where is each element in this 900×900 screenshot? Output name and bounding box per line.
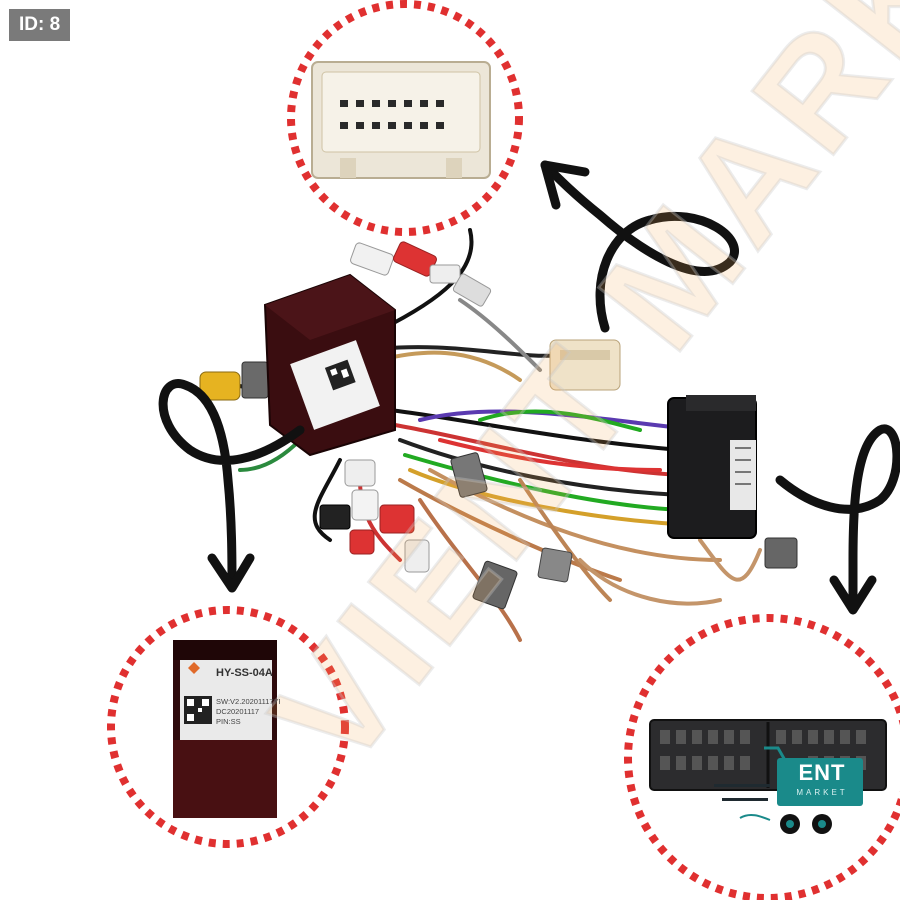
module-pin: PIN:SS xyxy=(216,717,241,726)
store-logo xyxy=(714,746,863,834)
logo-sub: MARKET xyxy=(796,788,848,797)
callout-left xyxy=(107,606,349,848)
module-sw: SW:V2.20201117YPT xyxy=(216,697,280,706)
module-label: HY-SS-04A xyxy=(213,666,279,680)
logo-name: ENT xyxy=(798,760,846,785)
callout-top xyxy=(287,0,523,236)
arrow-to-left-callout xyxy=(158,379,305,590)
wire-harness xyxy=(199,228,798,642)
main-connector xyxy=(667,395,757,539)
decoder-module xyxy=(263,273,396,457)
curly-arrows xyxy=(158,160,900,615)
arrow-to-top-callout xyxy=(540,160,739,333)
module-model: HY-SS-04A xyxy=(216,667,273,679)
arrow-to-right-callout xyxy=(775,424,900,613)
module-label-lines: SW:V2.20201117YPT DC20201117 PIN:SS xyxy=(216,697,280,727)
id-badge: ID: 8 xyxy=(9,9,71,41)
module-dc: DC20201117 xyxy=(216,707,260,716)
